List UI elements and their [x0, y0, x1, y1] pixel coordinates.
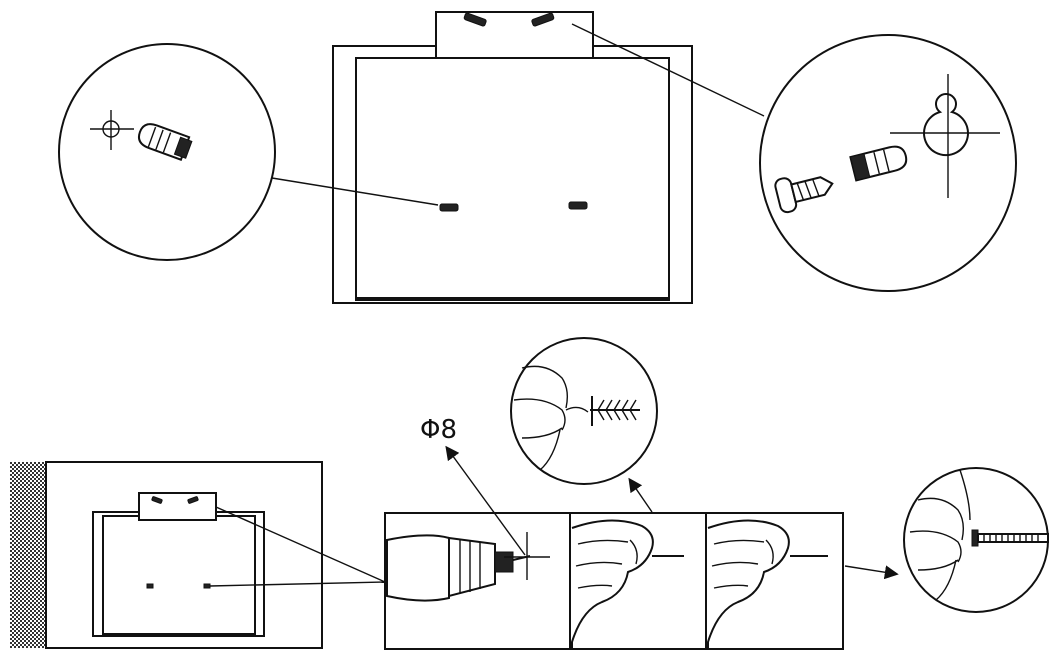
hand-icon: [707, 519, 790, 649]
wall-mount-view: [10, 461, 386, 649]
wall-hatch: [10, 462, 46, 648]
drill-size-label: Φ8: [420, 415, 457, 445]
callout-line: [209, 581, 386, 587]
size-arrow: [445, 445, 526, 556]
step-arrow: [628, 477, 653, 513]
screw-icon: [971, 529, 1049, 547]
callout-line: [215, 506, 386, 583]
callout-line: [571, 23, 765, 117]
wall-anchor-icon: [439, 201, 588, 212]
cabinet-front-view: [332, 11, 693, 304]
crosshair-icon: [90, 110, 134, 150]
drill-icon: [386, 534, 531, 602]
step-arrow: [844, 565, 899, 580]
wall-anchor-icon: [590, 396, 640, 426]
zoom-circle-anchor-insert: [510, 337, 658, 513]
wall-anchor-icon: [137, 123, 193, 162]
wall-anchor-icon: [849, 145, 908, 182]
zoom-circle-screw-insert: [903, 467, 1049, 613]
step-panels: [384, 512, 844, 650]
zoom-circle-anchor: [58, 43, 439, 261]
hand-icon: [571, 519, 654, 649]
step-drill: Φ8: [386, 415, 550, 602]
keyhole-slot-icon: [890, 74, 1000, 198]
top-mounting-bracket: [435, 11, 594, 59]
callout-line: [271, 177, 439, 206]
zoom-circle-keyhole: [571, 23, 1017, 292]
crosshair-icon: [504, 532, 550, 580]
hand-icon: [513, 365, 589, 471]
screw-icon: [774, 176, 834, 214]
step-insert-anchor: [571, 519, 684, 649]
top-mounting-bracket: [138, 492, 217, 521]
bracket-screw-icon: [463, 12, 555, 27]
step-insert-screw: [707, 519, 899, 649]
hand-icon: [909, 469, 971, 601]
